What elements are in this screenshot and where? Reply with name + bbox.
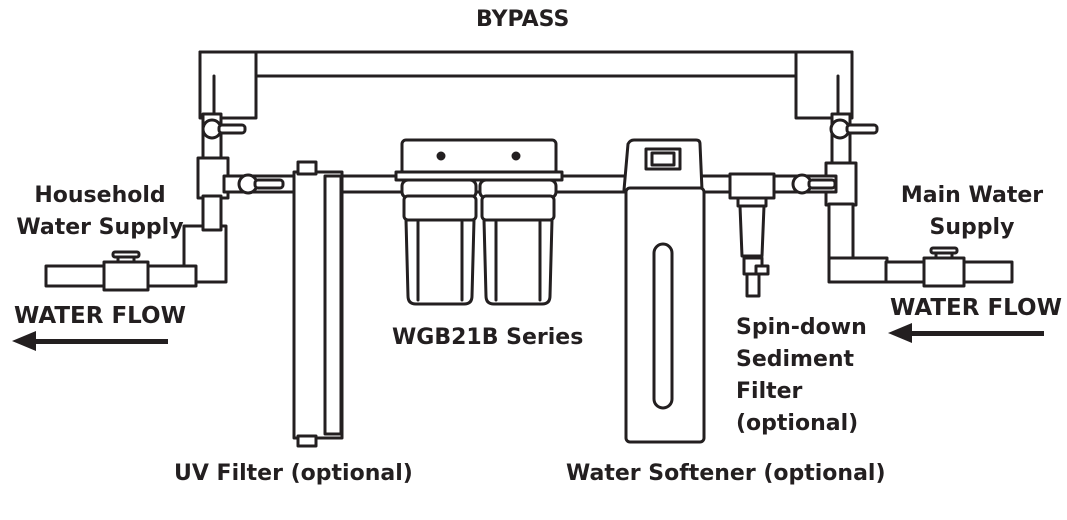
spin-down-label: Spin-down Sediment Filter (optional): [736, 312, 867, 440]
water-flow-right-label: WATER FLOW: [890, 295, 1062, 321]
water-flow-left-label: WATER FLOW: [14, 303, 186, 329]
water-softener: [622, 138, 706, 444]
spin-down-label-line2: Sediment: [736, 347, 855, 372]
uv-filter-label: UV Filter (optional): [174, 461, 413, 486]
spin-down-label-line4: (optional): [736, 411, 859, 436]
uv-filter: [292, 160, 344, 448]
arrow-left-icon: [12, 331, 168, 351]
household-label-line1: Household: [34, 183, 166, 208]
main-supply-pipe: [884, 246, 1014, 288]
wgb21b-label: WGB21B Series: [392, 325, 584, 350]
main-supply-label-line2: Supply: [929, 215, 1015, 240]
spin-down-label-line3: Filter: [736, 379, 803, 404]
household-pipe: [44, 250, 198, 292]
household-label: Household Water Supply: [12, 180, 188, 244]
water-softener-label: Water Softener (optional): [566, 461, 886, 486]
spin-down-label-line1: Spin-down: [736, 315, 867, 340]
wgb21b-filter: [394, 138, 564, 306]
main-supply-label-line1: Main Water: [900, 183, 1044, 208]
arrow-left-icon: [888, 323, 1044, 343]
bypass-valve-left: [201, 118, 247, 140]
bypass-valve-right: [829, 118, 879, 140]
left-tee: [182, 156, 230, 284]
bypass-label: BYPASS: [476, 7, 570, 32]
main-supply-label: Main Water Supply: [892, 180, 1052, 244]
spin-down-filter: [728, 172, 776, 298]
inline-valve-right: [791, 173, 837, 195]
inline-valve-left: [237, 173, 285, 195]
household-label-line2: Water Supply: [16, 215, 184, 240]
